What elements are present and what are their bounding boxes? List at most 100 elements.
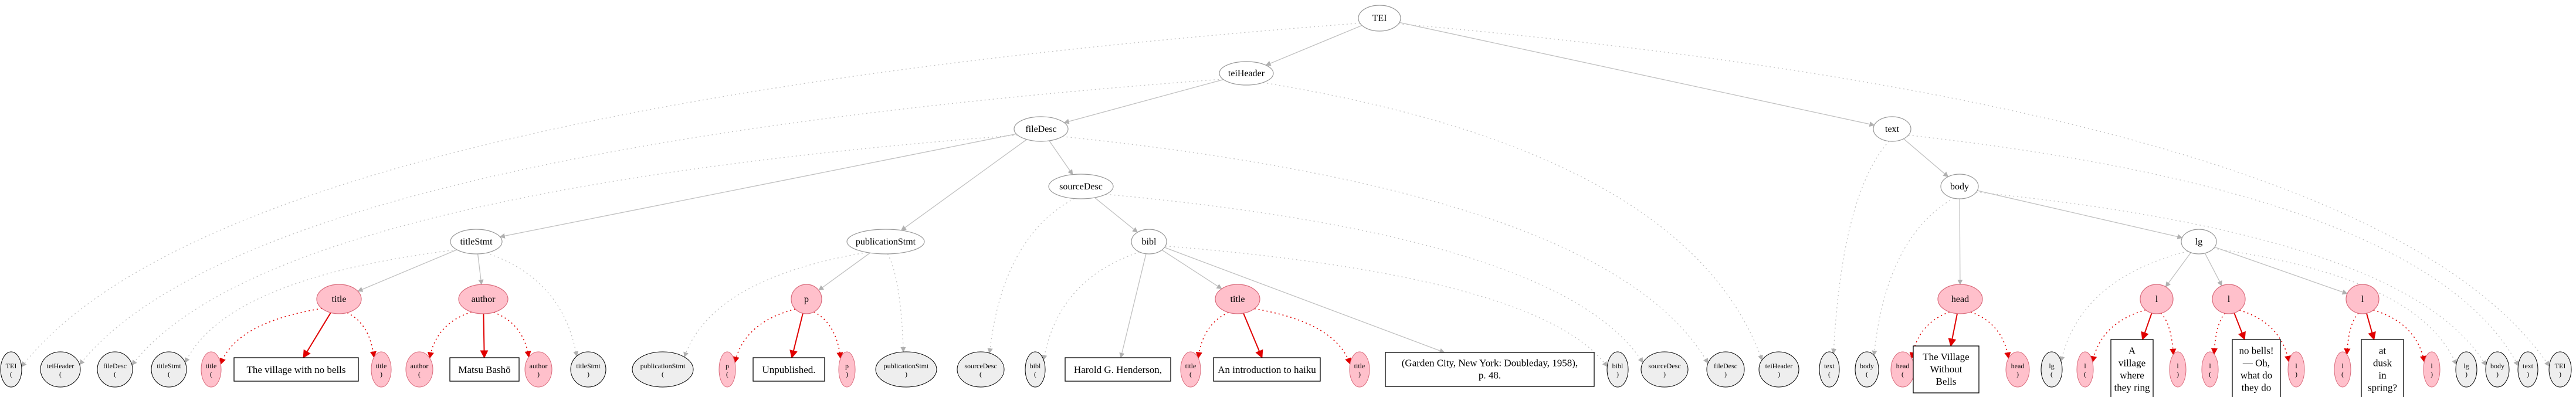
node-text-label: text bbox=[1885, 124, 1900, 134]
leaf-l2_open-name: l bbox=[2209, 362, 2211, 370]
edge-p-to-text_p bbox=[789, 313, 804, 359]
node-title2-label: title bbox=[1231, 294, 1245, 304]
edge-filedesc-to-sourcedesc bbox=[1049, 140, 1073, 175]
leaf-titlestmt_open: titleStmt( bbox=[151, 351, 187, 388]
leaf-p_close: p) bbox=[838, 351, 856, 388]
leaf-text_l1-box bbox=[2110, 339, 2154, 397]
edge-lg-to-l2 bbox=[2204, 253, 2222, 287]
leaf-tei_close-shape bbox=[2548, 351, 2572, 388]
node-sourcedesc-label: sourceDesc bbox=[1059, 182, 1103, 192]
leaf-l1_close: l) bbox=[2169, 351, 2187, 388]
node-filedesc: fileDesc bbox=[1014, 116, 1069, 142]
node-l3: l bbox=[2345, 284, 2380, 314]
leaf-author_close: author) bbox=[524, 351, 553, 388]
leaf-p_open-shape bbox=[718, 351, 736, 388]
edge-text-to-text_close bbox=[1908, 134, 2519, 367]
edge-text-to-body bbox=[1903, 138, 1949, 177]
edge-bibl-to-title2 bbox=[1161, 249, 1222, 289]
leaf-bibl_close-shape bbox=[1606, 351, 1629, 388]
leaf-l1_close-name: l bbox=[2177, 362, 2179, 370]
leaf-publicationstmt_close-mark: ) bbox=[905, 370, 907, 378]
edge-l1-to-text_l1 bbox=[2141, 313, 2153, 341]
leaf-text_title1-text: The village with no bells bbox=[246, 364, 345, 375]
leaf-l1_open-mark: ( bbox=[2084, 370, 2086, 378]
leaf-text_l3-line-0: at bbox=[2379, 345, 2387, 357]
leaf-text_title1-box bbox=[233, 357, 359, 382]
edge-l2-to-l2_open bbox=[2211, 313, 2226, 355]
leaf-filedesc_close-name: fileDesc bbox=[1714, 362, 1737, 370]
node-title1: title bbox=[316, 284, 362, 314]
leaf-p_close-mark: ) bbox=[846, 370, 848, 378]
node-l3-shape bbox=[2345, 284, 2380, 314]
leaf-l2_close-mark: ) bbox=[2295, 370, 2297, 378]
node-tei-shape bbox=[1358, 5, 1401, 32]
edge-publicationstmt-to-publicationstmt_open bbox=[683, 252, 867, 358]
leaf-author_open-shape bbox=[405, 351, 433, 388]
edge-title2-to-text_title2 bbox=[1243, 313, 1263, 359]
leaf-lg_open: lg( bbox=[2041, 351, 2063, 388]
node-bibl-shape bbox=[1131, 229, 1167, 255]
leaf-text_bibl2-line-0: (Garden City, New York: Doubleday, 1958)… bbox=[1402, 358, 1578, 369]
leaf-body_close-mark: ) bbox=[2496, 370, 2499, 378]
leaf-l1_close-shape bbox=[2169, 351, 2187, 388]
edge-l1-to-l1_open bbox=[2090, 309, 2146, 363]
edge-title1-to-title1_close bbox=[347, 312, 377, 358]
leaf-l3_open-mark: ( bbox=[2341, 370, 2344, 378]
leaf-text_title2-box bbox=[1213, 357, 1321, 382]
leaf-bibl_close: bibl) bbox=[1606, 351, 1629, 388]
node-head: head bbox=[1937, 284, 1983, 314]
leaf-sourcedesc_close: sourceDesc) bbox=[1640, 351, 1689, 388]
leaf-author_close-mark: ) bbox=[537, 370, 540, 378]
edge-p-to-p_open bbox=[733, 308, 796, 364]
edge-bibl-to-bibl_close bbox=[1165, 245, 1608, 367]
leaf-bibl_open-mark: ( bbox=[1034, 370, 1036, 378]
leaf-sourcedesc_open-mark: ( bbox=[979, 370, 982, 378]
leaf-head_open: head( bbox=[1890, 351, 1915, 388]
leaf-title1_close-shape bbox=[371, 351, 392, 388]
leaf-title2_close-shape bbox=[1349, 351, 1370, 388]
leaf-titlestmt_open-name: titleStmt bbox=[157, 362, 181, 370]
edge-text-to-text_open bbox=[1831, 141, 1890, 354]
edge-lg-to-l1 bbox=[2165, 252, 2191, 287]
leaf-text_head-box bbox=[1913, 345, 1980, 393]
leaf-filedesc_open: fileDesc( bbox=[97, 351, 133, 388]
leaf-text_author: Matsu Bashō bbox=[449, 357, 520, 382]
edge-author-to-text_author bbox=[480, 313, 489, 359]
leaf-text_l3-line-1: dusk bbox=[2373, 358, 2392, 369]
node-titlestmt-shape bbox=[450, 229, 503, 255]
leaf-l2_open: l( bbox=[2201, 351, 2219, 388]
edge-publicationstmt-to-publicationstmt_close bbox=[887, 253, 906, 353]
node-p-shape bbox=[791, 284, 822, 314]
leaf-titlestmt_close-name: titleStmt bbox=[576, 362, 601, 370]
edge-filedesc-to-filedesc_close bbox=[1062, 136, 1709, 364]
leaf-l3_close-mark: ) bbox=[2431, 370, 2433, 378]
node-teiheader: teiHeader bbox=[1219, 61, 1274, 86]
leaf-text_l2-line-1: — Oh, bbox=[2242, 358, 2270, 369]
node-titlestmt: titleStmt bbox=[450, 229, 503, 255]
edge-teiheader-to-teiheader_close bbox=[1263, 82, 1763, 361]
leaf-tei_open-shape bbox=[0, 351, 22, 388]
leaf-lg_open-shape bbox=[2041, 351, 2063, 388]
edge-title2-to-title2_close bbox=[1254, 308, 1351, 365]
edge-tei-to-tei_close bbox=[1398, 23, 2550, 367]
leaf-tei_close: TEI) bbox=[2548, 351, 2572, 388]
edge-teiheader-to-filedesc bbox=[1063, 79, 1224, 124]
leaf-sourcedesc_close-shape bbox=[1640, 351, 1689, 388]
leaf-text_bibl2: (Garden City, New York: Doubleday, 1958)… bbox=[1385, 352, 1595, 387]
leaf-l1_open-name: l bbox=[2084, 362, 2086, 370]
edge-l3-to-text_l3 bbox=[2365, 313, 2376, 341]
node-title1-label: title bbox=[332, 294, 347, 304]
leaf-lg_close-mark: ) bbox=[2465, 370, 2467, 378]
leaf-p_open-mark: ( bbox=[726, 370, 728, 378]
leaf-publicationstmt_open: publicationStmt( bbox=[632, 351, 694, 388]
node-author-shape bbox=[458, 284, 509, 314]
leaf-text_title2: An introduction to haiku bbox=[1213, 357, 1321, 382]
node-l1-label: l bbox=[2155, 294, 2158, 304]
node-p-label: p bbox=[804, 294, 809, 304]
leaf-titlestmt_close-shape bbox=[570, 351, 606, 388]
leaf-title1_close-mark: ) bbox=[380, 370, 382, 378]
edge-lg-to-lg_close bbox=[2213, 248, 2457, 365]
edge-titlestmt-to-title1 bbox=[357, 249, 457, 292]
